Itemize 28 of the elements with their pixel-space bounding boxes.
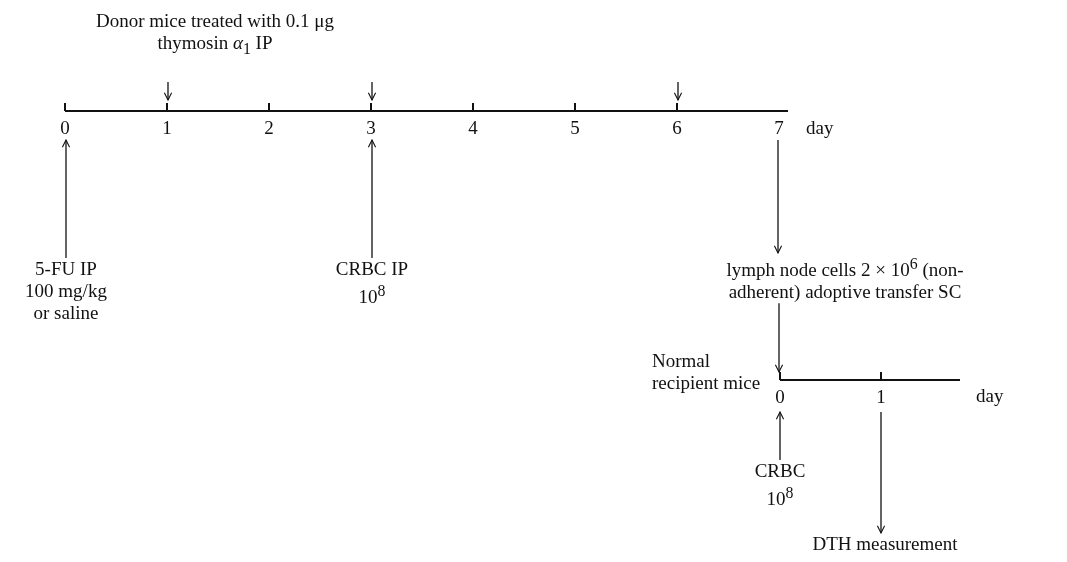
annotation-text: Donor mice treated with 0.1 μg thymosin α$_{1}$ IP <box>94 10 336 59</box>
arrow <box>876 411 886 534</box>
arrow <box>61 139 71 259</box>
tick-label: 7 <box>773 117 785 139</box>
annotation-text: lymph node cells 2 × 10$^{6}$ (non-adherent) adoptive transfer SC <box>720 253 970 304</box>
annotation-text: Normal recipient mice <box>652 350 762 394</box>
arrow <box>773 139 783 254</box>
tick-label: 4 <box>467 117 479 139</box>
tick-label: 2 <box>263 117 275 139</box>
tick-label: 0 <box>774 386 786 408</box>
tick-label: 0 <box>59 117 71 139</box>
tick-label: 1 <box>875 386 887 408</box>
tick-label: 3 <box>365 117 377 139</box>
annotation-text: CRBC IP 10$^{8}$ <box>327 258 417 309</box>
arrow <box>367 139 377 259</box>
tick-label: 1 <box>161 117 173 139</box>
annotation-text: day <box>976 385 1004 407</box>
arrow <box>163 81 173 101</box>
tick-label: 6 <box>671 117 683 139</box>
arrow <box>775 411 785 461</box>
annotation-text: day <box>806 117 834 139</box>
tick-label: 5 <box>569 117 581 139</box>
arrow <box>774 302 784 373</box>
arrow <box>673 81 683 101</box>
annotation-text: CRBC 10$^{8}$ <box>740 460 820 511</box>
annotation-text: 5-FU IP 100 mg/kg or saline <box>21 258 111 324</box>
annotation-text: DTH measurement <box>790 533 980 555</box>
arrow <box>367 81 377 101</box>
